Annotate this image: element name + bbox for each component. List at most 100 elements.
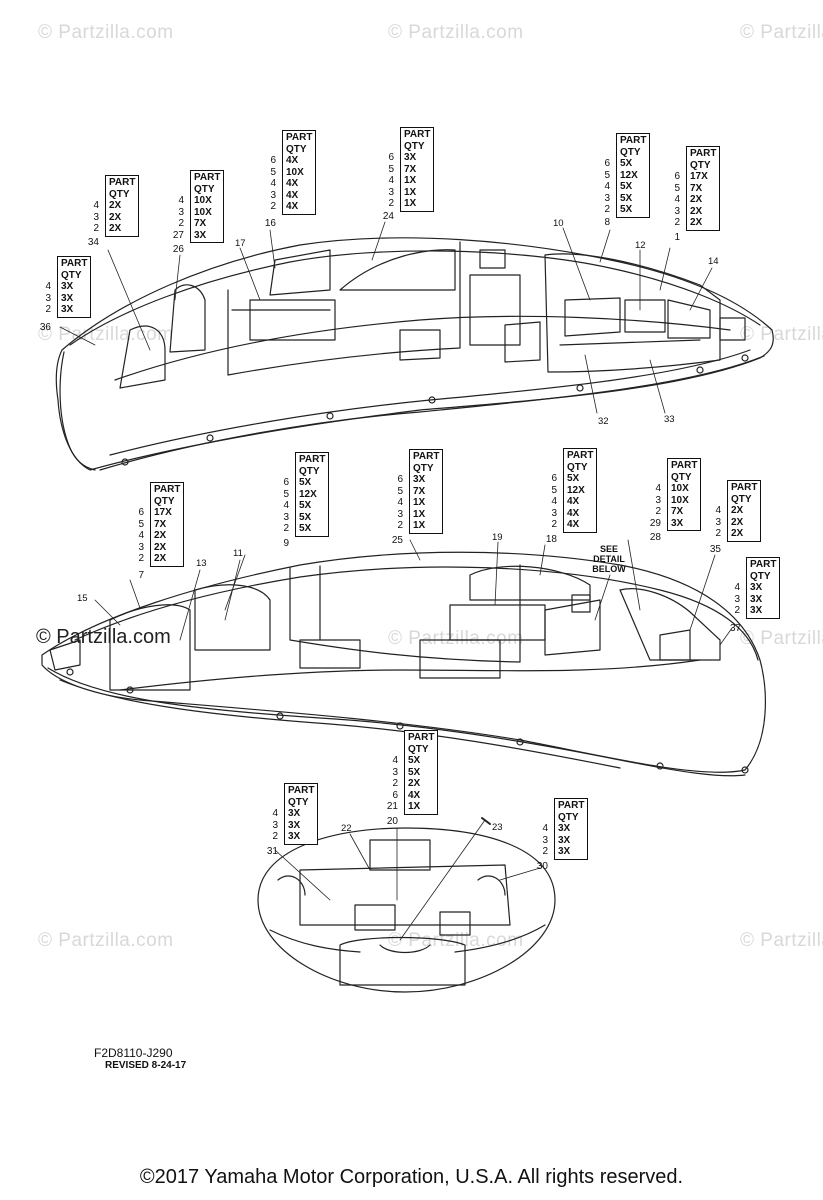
callout-number: 31 (266, 846, 278, 857)
bottom-hull-view (41, 551, 766, 777)
drawing-code: F2D8110-J290 (94, 1046, 173, 1060)
watermark: © Partzilla.com (388, 628, 524, 649)
copyright-footer: ©2017 Yamaha Motor Corporation, U.S.A. A… (139, 1166, 684, 1188)
callout-number: 35 (709, 544, 721, 555)
callout-number: 37 (730, 623, 742, 634)
callout-19: 19 (492, 532, 503, 543)
leader-lines (59, 221, 733, 941)
revision-date: REVISED 8-24-17 (105, 1060, 187, 1071)
watermark: © Partzilla.com (740, 628, 823, 649)
callout-11: 11 (233, 548, 243, 559)
watermark: © Partzilla.com (38, 930, 174, 951)
callout-32: 32 (598, 416, 609, 427)
callout-22: 22 (341, 823, 352, 834)
callout-number: 36 (39, 322, 51, 333)
callout-15: 15 (77, 593, 88, 604)
callout-number: 26 (172, 244, 184, 255)
callout-number: 25 (391, 535, 403, 546)
callout-number: 34 (87, 237, 99, 248)
watermark: © Partzilla.com (740, 930, 823, 951)
watermark: © Partzilla.com (38, 22, 174, 43)
watermark: © Partzilla.com (740, 324, 823, 345)
detail-view (257, 827, 556, 993)
callout-number: 1 (674, 232, 680, 243)
see-detail-note: SEE DETAIL BELOW (592, 544, 626, 574)
callout-14: 14 (708, 256, 719, 267)
watermark: © Partzilla.com (740, 22, 823, 43)
callout-number: 28 (649, 532, 661, 543)
callout-12: 12 (635, 240, 646, 251)
callout-number: 18 (545, 534, 557, 545)
callout-number: 8 (604, 217, 610, 228)
watermark-logo: © Partzilla.com (36, 626, 171, 648)
callout-33: 33 (664, 414, 675, 425)
top-hull-view (55, 237, 774, 471)
callout-number: 24 (382, 211, 394, 222)
callout-number: 7 (138, 570, 144, 581)
callout-number: 9 (283, 538, 289, 549)
watermark: © Partzilla.com (38, 324, 174, 345)
callout-10: 10 (553, 218, 564, 229)
callout-17: 17 (235, 238, 246, 249)
callout-number: 30 (536, 861, 548, 872)
callout-23: 23 (492, 822, 503, 833)
callout-number: 16 (264, 218, 276, 229)
watermark: © Partzilla.com (388, 22, 524, 43)
callout-13: 13 (196, 558, 207, 569)
callout-number: 20 (386, 816, 398, 827)
